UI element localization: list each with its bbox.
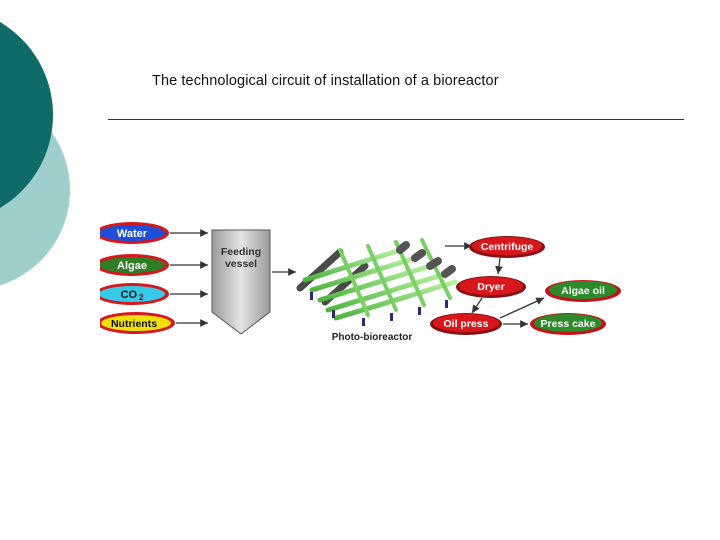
arrow-centrifuge-to-dryer	[495, 257, 503, 275]
input-nutrients-label: Nutrients	[111, 318, 157, 330]
centrifuge-label: Centrifuge	[481, 241, 534, 253]
arrow-dryer-to-oilpress	[471, 297, 483, 314]
press-cake-node: Press cake	[530, 313, 606, 335]
slide-title: The technological circuit of installatio…	[152, 73, 499, 89]
feeding-vessel: Feeding vessel	[211, 229, 271, 335]
dryer-label: Dryer	[477, 281, 504, 293]
algae-oil-label: Algae oil	[561, 285, 605, 297]
feeding-vessel-label-1: Feeding	[221, 246, 261, 258]
input-algae-label: Algae	[117, 260, 147, 272]
feeding-vessel-label-2: vessel	[225, 258, 257, 270]
arrow-oilpress-to-algae-oil	[499, 297, 545, 319]
oil-press-label: Oil press	[444, 318, 489, 330]
algae-oil-node: Algae oil	[545, 280, 621, 302]
input-water-label: Water	[117, 228, 148, 240]
centrifuge-node: Centrifuge	[469, 236, 545, 258]
title-divider	[108, 119, 684, 120]
input-algae: Algae	[100, 254, 169, 276]
press-cake-label: Press cake	[541, 318, 596, 330]
photo-bioreactor: Photo-bioreactor	[296, 238, 458, 343]
input-nutrients: Nutrients	[100, 312, 175, 334]
reactor-tube	[302, 247, 403, 283]
photo-bioreactor-label: Photo-bioreactor	[332, 332, 413, 343]
input-water: Water	[100, 222, 169, 244]
dark-teal-circle	[0, 22, 53, 208]
dryer-node: Dryer	[456, 276, 526, 298]
oil-press-node: Oil press	[430, 313, 502, 335]
slide-decoration	[0, 22, 70, 286]
